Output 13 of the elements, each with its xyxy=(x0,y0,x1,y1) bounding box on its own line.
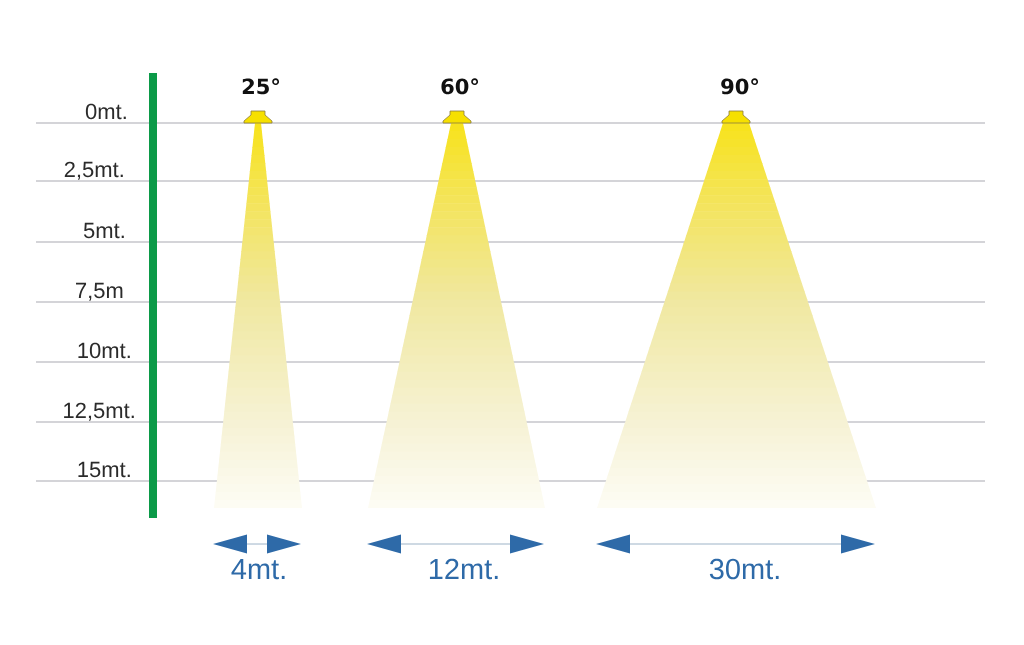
distance-label: 12,5mt. xyxy=(64,402,134,421)
distance-label: 7,5m xyxy=(76,282,123,301)
beam-angle-label: 60° xyxy=(441,78,479,95)
distance-label: 15mt. xyxy=(78,461,130,478)
beam-angle-label: 90° xyxy=(721,78,759,95)
beam-width-label: 4mt. xyxy=(231,559,285,580)
beam-width-label: 12mt. xyxy=(429,558,498,580)
distance-label: 10mt. xyxy=(78,342,130,359)
distance-label: 5mt. xyxy=(83,222,124,239)
beam-angle-label: 25° xyxy=(242,78,280,95)
beam-width-label: 30mt. xyxy=(709,558,779,580)
distance-label: 0mt. xyxy=(85,103,126,120)
distance-label: 2,5mt. xyxy=(64,161,123,180)
